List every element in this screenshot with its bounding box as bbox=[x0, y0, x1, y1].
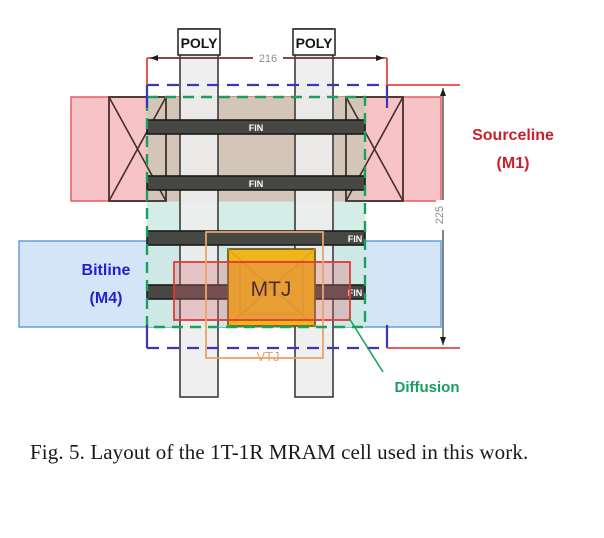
figure-caption: Fig. 5. Layout of the 1T-1R MRAM cell us… bbox=[30, 440, 529, 464]
fin-label-3: FIN bbox=[348, 234, 363, 244]
mtj-label: MTJ bbox=[251, 278, 292, 301]
diffusion-leader-line bbox=[348, 317, 384, 373]
dimension-horizontal bbox=[150, 51, 384, 64]
diffusion-dashed-outline bbox=[145, 95, 367, 329]
poly-label-box-right bbox=[292, 28, 336, 56]
vtj-label: VTJ bbox=[256, 349, 279, 364]
fin-label-4: FIN bbox=[348, 288, 363, 298]
dimension-vertical-label: 225 bbox=[434, 206, 446, 224]
mram-layout-svg: FIN FIN FIN FIN MTJ VTJ 216 bbox=[18, 28, 554, 398]
fin-label-2: FIN bbox=[249, 179, 264, 189]
fin-label-1: FIN bbox=[249, 123, 264, 133]
dimension-horizontal-label: 216 bbox=[259, 53, 277, 65]
vtj-outline bbox=[205, 231, 324, 359]
mtj-contact-box bbox=[173, 261, 351, 321]
bitline-label-line2: (M4) bbox=[90, 290, 123, 307]
sourceline-label-line1: Sourceline bbox=[472, 127, 554, 144]
diffusion-label: Diffusion bbox=[395, 379, 460, 396]
poly-label-box-left bbox=[177, 28, 221, 56]
poly-label-right: POLY bbox=[296, 35, 333, 51]
poly-column-right bbox=[294, 28, 334, 398]
fin-bar-3 bbox=[146, 230, 366, 246]
dimension-vertical bbox=[436, 88, 450, 345]
poly-label-left: POLY bbox=[181, 35, 218, 51]
sourceline-label-line2: (M1) bbox=[497, 155, 530, 172]
bitline-label-line1: Bitline bbox=[82, 262, 131, 279]
figure-layout-diagram: FIN FIN FIN FIN MTJ VTJ 216 bbox=[18, 28, 554, 398]
